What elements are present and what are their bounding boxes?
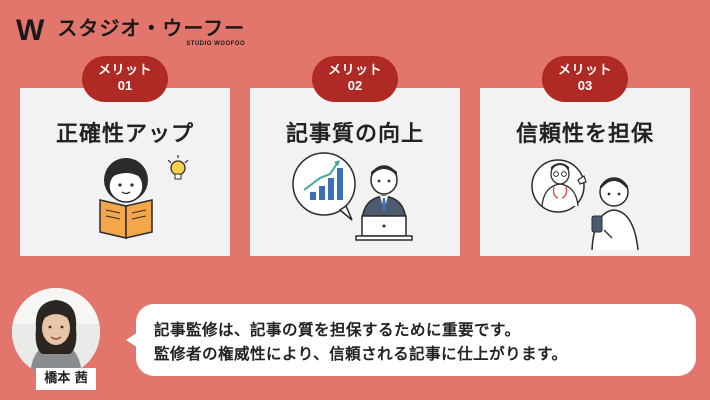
brand-logo: W スタジオ・ウーフー STUDIO WOOFOO bbox=[16, 14, 245, 48]
merit-card-title: 記事質の向上 bbox=[285, 122, 424, 147]
merit-card-2: 記事質の向上 bbox=[250, 88, 460, 256]
merit-card-1: 正確性アップ bbox=[20, 88, 230, 256]
brand-name-en: STUDIO WOOFOO bbox=[186, 41, 246, 47]
merit-card-title: 信頼性を担保 bbox=[515, 122, 654, 147]
merit-badge-number: 01 bbox=[117, 78, 133, 93]
merit-badge-label: メリット bbox=[327, 63, 382, 78]
merit-card-3: 信頼性を担保 bbox=[480, 88, 690, 256]
merit-badge-label: メリット bbox=[557, 63, 612, 78]
merit-badge-number: 02 bbox=[347, 78, 363, 93]
merit-badge-number: 03 bbox=[577, 78, 593, 93]
merit-badge-1: メリット 01 bbox=[82, 56, 168, 102]
merit-card-title: 正確性アップ bbox=[55, 122, 194, 147]
brand-name-jp: スタジオ・ウーフー bbox=[57, 16, 246, 40]
brand-text: スタジオ・ウーフー STUDIO WOOFOO bbox=[57, 16, 245, 47]
quote-line-1: 記事監修は、記事の質を担保するために重要です。 bbox=[154, 321, 521, 339]
speaker-portrait bbox=[12, 288, 100, 376]
merit-badge-label: メリット bbox=[97, 63, 152, 78]
doctor-consultation-illustration bbox=[531, 159, 639, 251]
growth-chart-illustration bbox=[292, 152, 413, 241]
merit-badge-2: メリット 02 bbox=[312, 56, 398, 102]
speech-bubble-tail bbox=[126, 332, 138, 348]
merit-badge-3: メリット 03 bbox=[542, 56, 628, 102]
speaker-avatar bbox=[12, 288, 100, 376]
quote-line-2: 監修者の権威性により、信頼される記事に仕上がります。 bbox=[154, 345, 568, 363]
reading-person-illustration bbox=[99, 155, 189, 239]
speech-bubble: 記事監修は、記事の質を担保するために重要です。 監修者の権威性により、信頼される… bbox=[136, 304, 696, 376]
speaker-name: 橋本 茜 bbox=[36, 368, 96, 390]
brand-logo-mark: W bbox=[16, 14, 44, 47]
